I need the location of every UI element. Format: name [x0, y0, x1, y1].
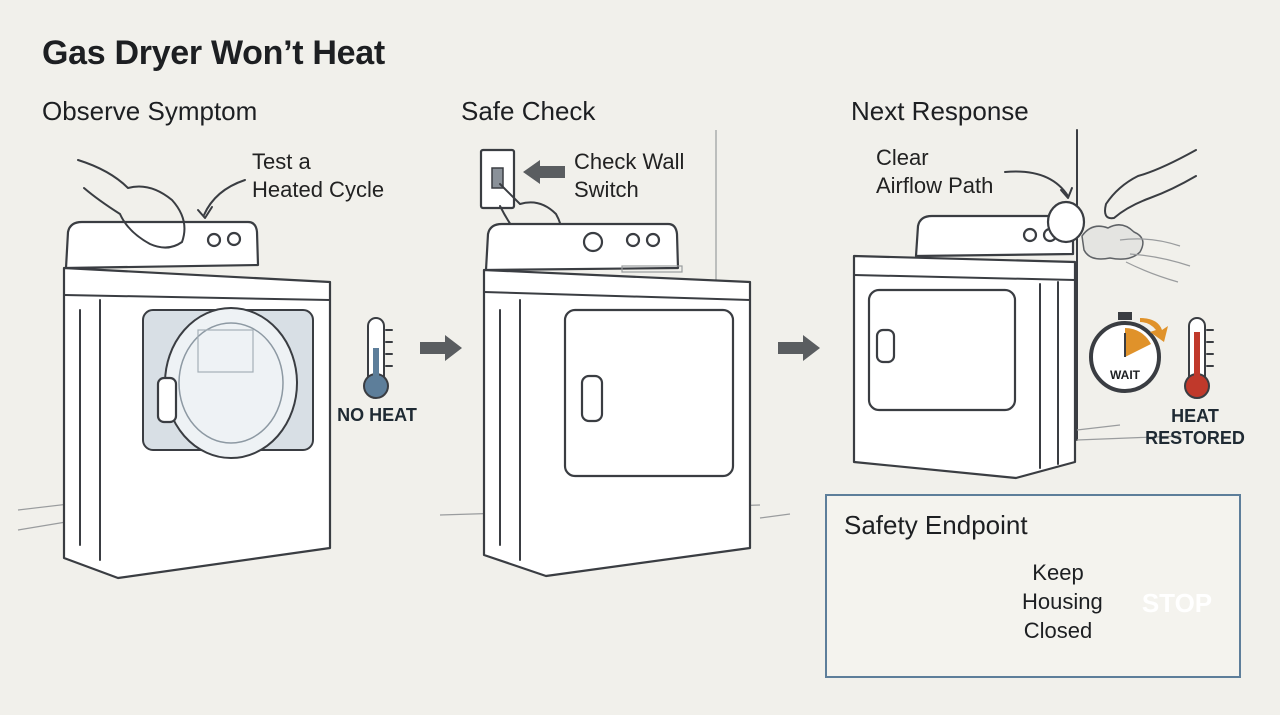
wall-switch-icon [479, 148, 516, 210]
safety-note: Keep Housing Closed [1022, 560, 1103, 643]
page-title: Gas Dryer Won’t Heat [42, 34, 385, 72]
caption-no-heat: NO HEAT [337, 405, 417, 425]
stop-sign-label: STOP [1141, 588, 1213, 618]
thermometer-low-icon [363, 317, 393, 399]
step-heading-observe: Observe Symptom [42, 96, 258, 126]
safety-heading: Safety Endpoint [844, 510, 1028, 540]
dryer-front-load [62, 220, 332, 580]
arrow-right-icon [420, 335, 462, 361]
thermometer-hot-icon [1184, 317, 1214, 399]
arrow-right-icon [778, 335, 820, 361]
dryer-vent-clear [852, 200, 1086, 480]
dryer-closed-door [482, 222, 752, 578]
stopwatch-icon: WAIT [1089, 312, 1168, 393]
safety-endpoint-box [825, 494, 1241, 678]
hand-turning-knob-icon [77, 159, 186, 249]
step-heading-check: Safe Check [461, 96, 596, 126]
step-heading-response: Next Response [851, 96, 1029, 126]
note-test-cycle: Test a Heated Cycle [252, 149, 385, 202]
caption-heat-restored: HEAT RESTORED [1145, 406, 1245, 448]
note-clear-airflow: Clear Airflow Path [876, 145, 994, 198]
arrow-left-icon [523, 160, 565, 184]
hand-clearing-lint-icon [1104, 149, 1197, 220]
note-check-switch: Check Wall Switch [574, 149, 685, 202]
timer-label: WAIT [1110, 368, 1141, 382]
